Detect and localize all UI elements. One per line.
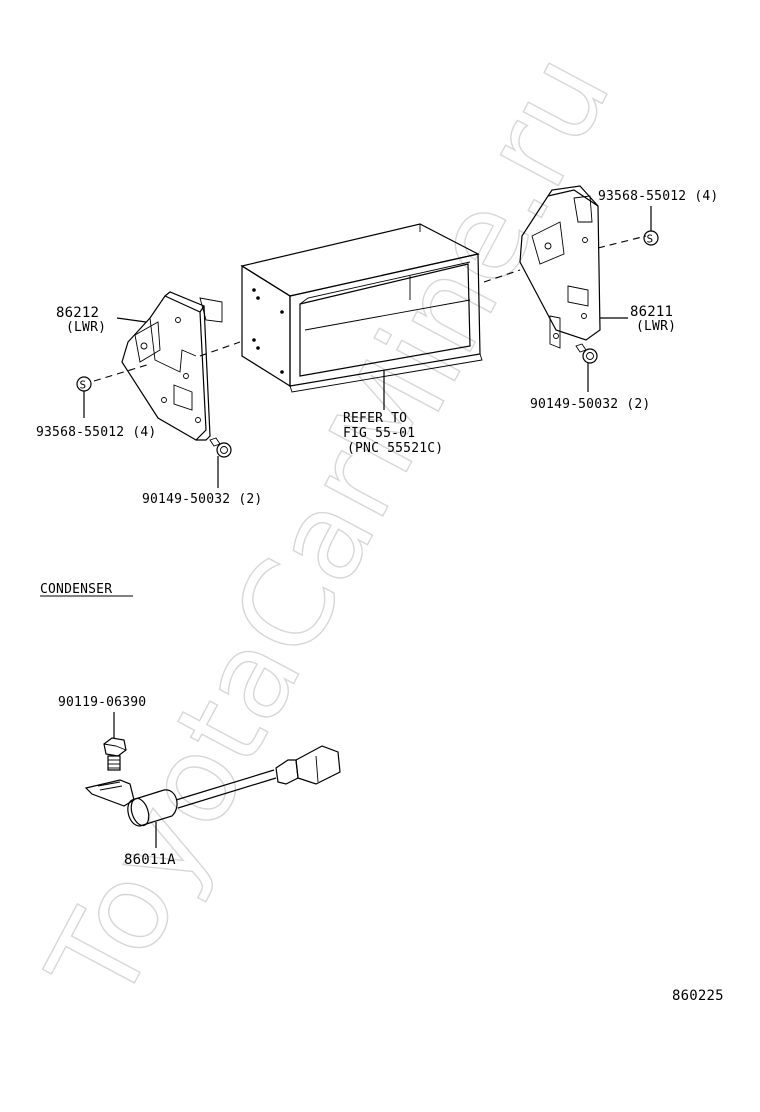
label-clip-rh: 93568-55012 (4) bbox=[598, 189, 718, 204]
label-bolt: 90119-06390 bbox=[58, 695, 146, 710]
section-title-condenser: CONDENSER bbox=[40, 582, 112, 597]
label-refer-3: (PNC 55521C) bbox=[347, 441, 443, 456]
clip-lh: S bbox=[76, 376, 92, 418]
bracket-rh bbox=[483, 185, 647, 349]
label-86212: 86212 bbox=[56, 305, 99, 321]
label-screw-lh: 90149-50032 (2) bbox=[142, 492, 262, 507]
clip-rh: S bbox=[643, 206, 659, 246]
mounting-box bbox=[240, 223, 483, 410]
figure-code: 860225 bbox=[672, 988, 724, 1004]
label-86211-note: (LWR) bbox=[636, 319, 676, 334]
label-condenser: 86011A bbox=[124, 852, 176, 868]
label-refer-2: FIG 55-01 bbox=[343, 426, 415, 441]
label-86212-note: (LWR) bbox=[66, 320, 106, 335]
condenser bbox=[84, 745, 341, 848]
bracket-lh bbox=[93, 291, 241, 441]
watermark-text: ToyotaCarMine.ru bbox=[22, 33, 637, 1025]
label-clip-lh: 93568-55012 (4) bbox=[36, 425, 156, 440]
label-refer-1: REFER TO bbox=[343, 411, 407, 426]
screw-rh bbox=[575, 343, 598, 392]
label-86211: 86211 bbox=[630, 304, 673, 320]
svg-text:S: S bbox=[80, 379, 87, 392]
screw-lh bbox=[209, 437, 232, 488]
bolt bbox=[103, 712, 127, 771]
svg-text:S: S bbox=[647, 233, 654, 246]
label-screw-rh: 90149-50032 (2) bbox=[530, 397, 650, 412]
